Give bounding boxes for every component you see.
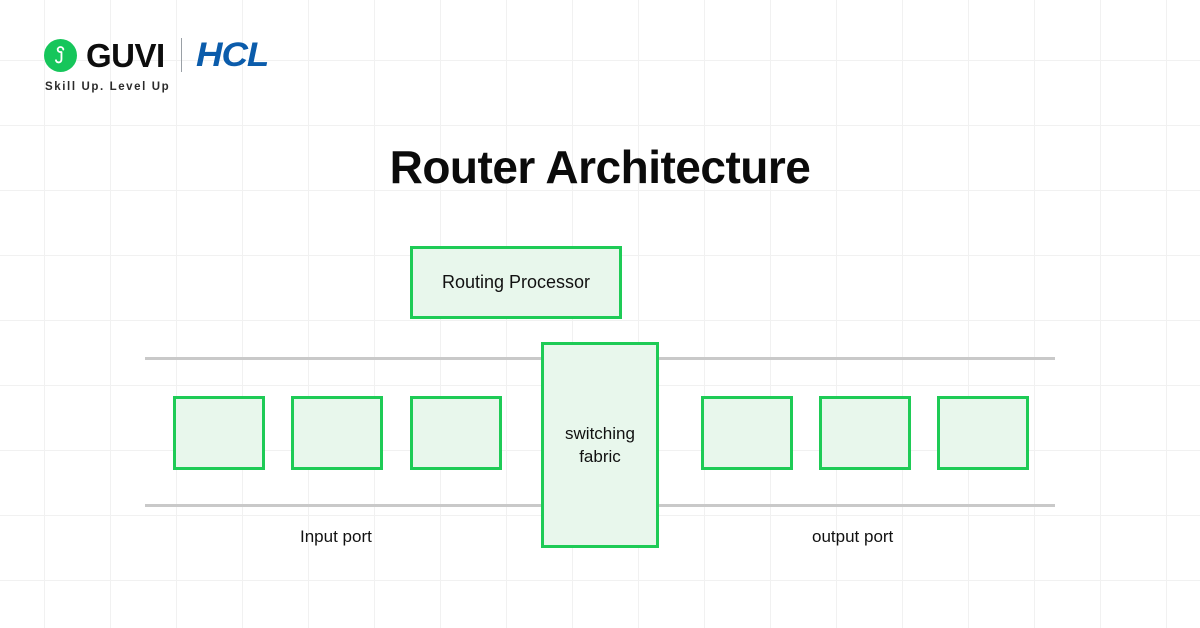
- node-output-port-3: [937, 396, 1029, 470]
- node-output-port-2: [819, 396, 911, 470]
- page-title: Router Architecture: [389, 141, 811, 193]
- brand-row: GUVI HCL: [44, 36, 269, 74]
- brand-logo-lockup: GUVI HCL Skill Up. Level Up: [44, 36, 269, 93]
- guvi-wordmark: GUVI: [86, 36, 165, 74]
- brand-divider: [180, 38, 182, 72]
- node-switching-fabric: switching fabric: [541, 342, 659, 548]
- node-input-port-1: [173, 396, 265, 470]
- node-input-port-2: [291, 396, 383, 470]
- node-input-port-3: [410, 396, 502, 470]
- brand-tagline: Skill Up. Level Up: [45, 81, 171, 93]
- hcl-wordmark: HCL: [195, 36, 269, 74]
- caption-input-port: Input port: [300, 527, 372, 546]
- switching-fabric-label-line1: switching: [565, 423, 635, 443]
- switching-fabric-label-line2: fabric: [579, 447, 621, 466]
- guvi-g-mark-icon: [44, 38, 77, 72]
- node-routing-processor: Routing Processor: [410, 246, 622, 319]
- node-output-port-1: [701, 396, 793, 470]
- switching-fabric-label: switching fabric: [565, 422, 635, 469]
- caption-output-port: output port: [812, 527, 894, 546]
